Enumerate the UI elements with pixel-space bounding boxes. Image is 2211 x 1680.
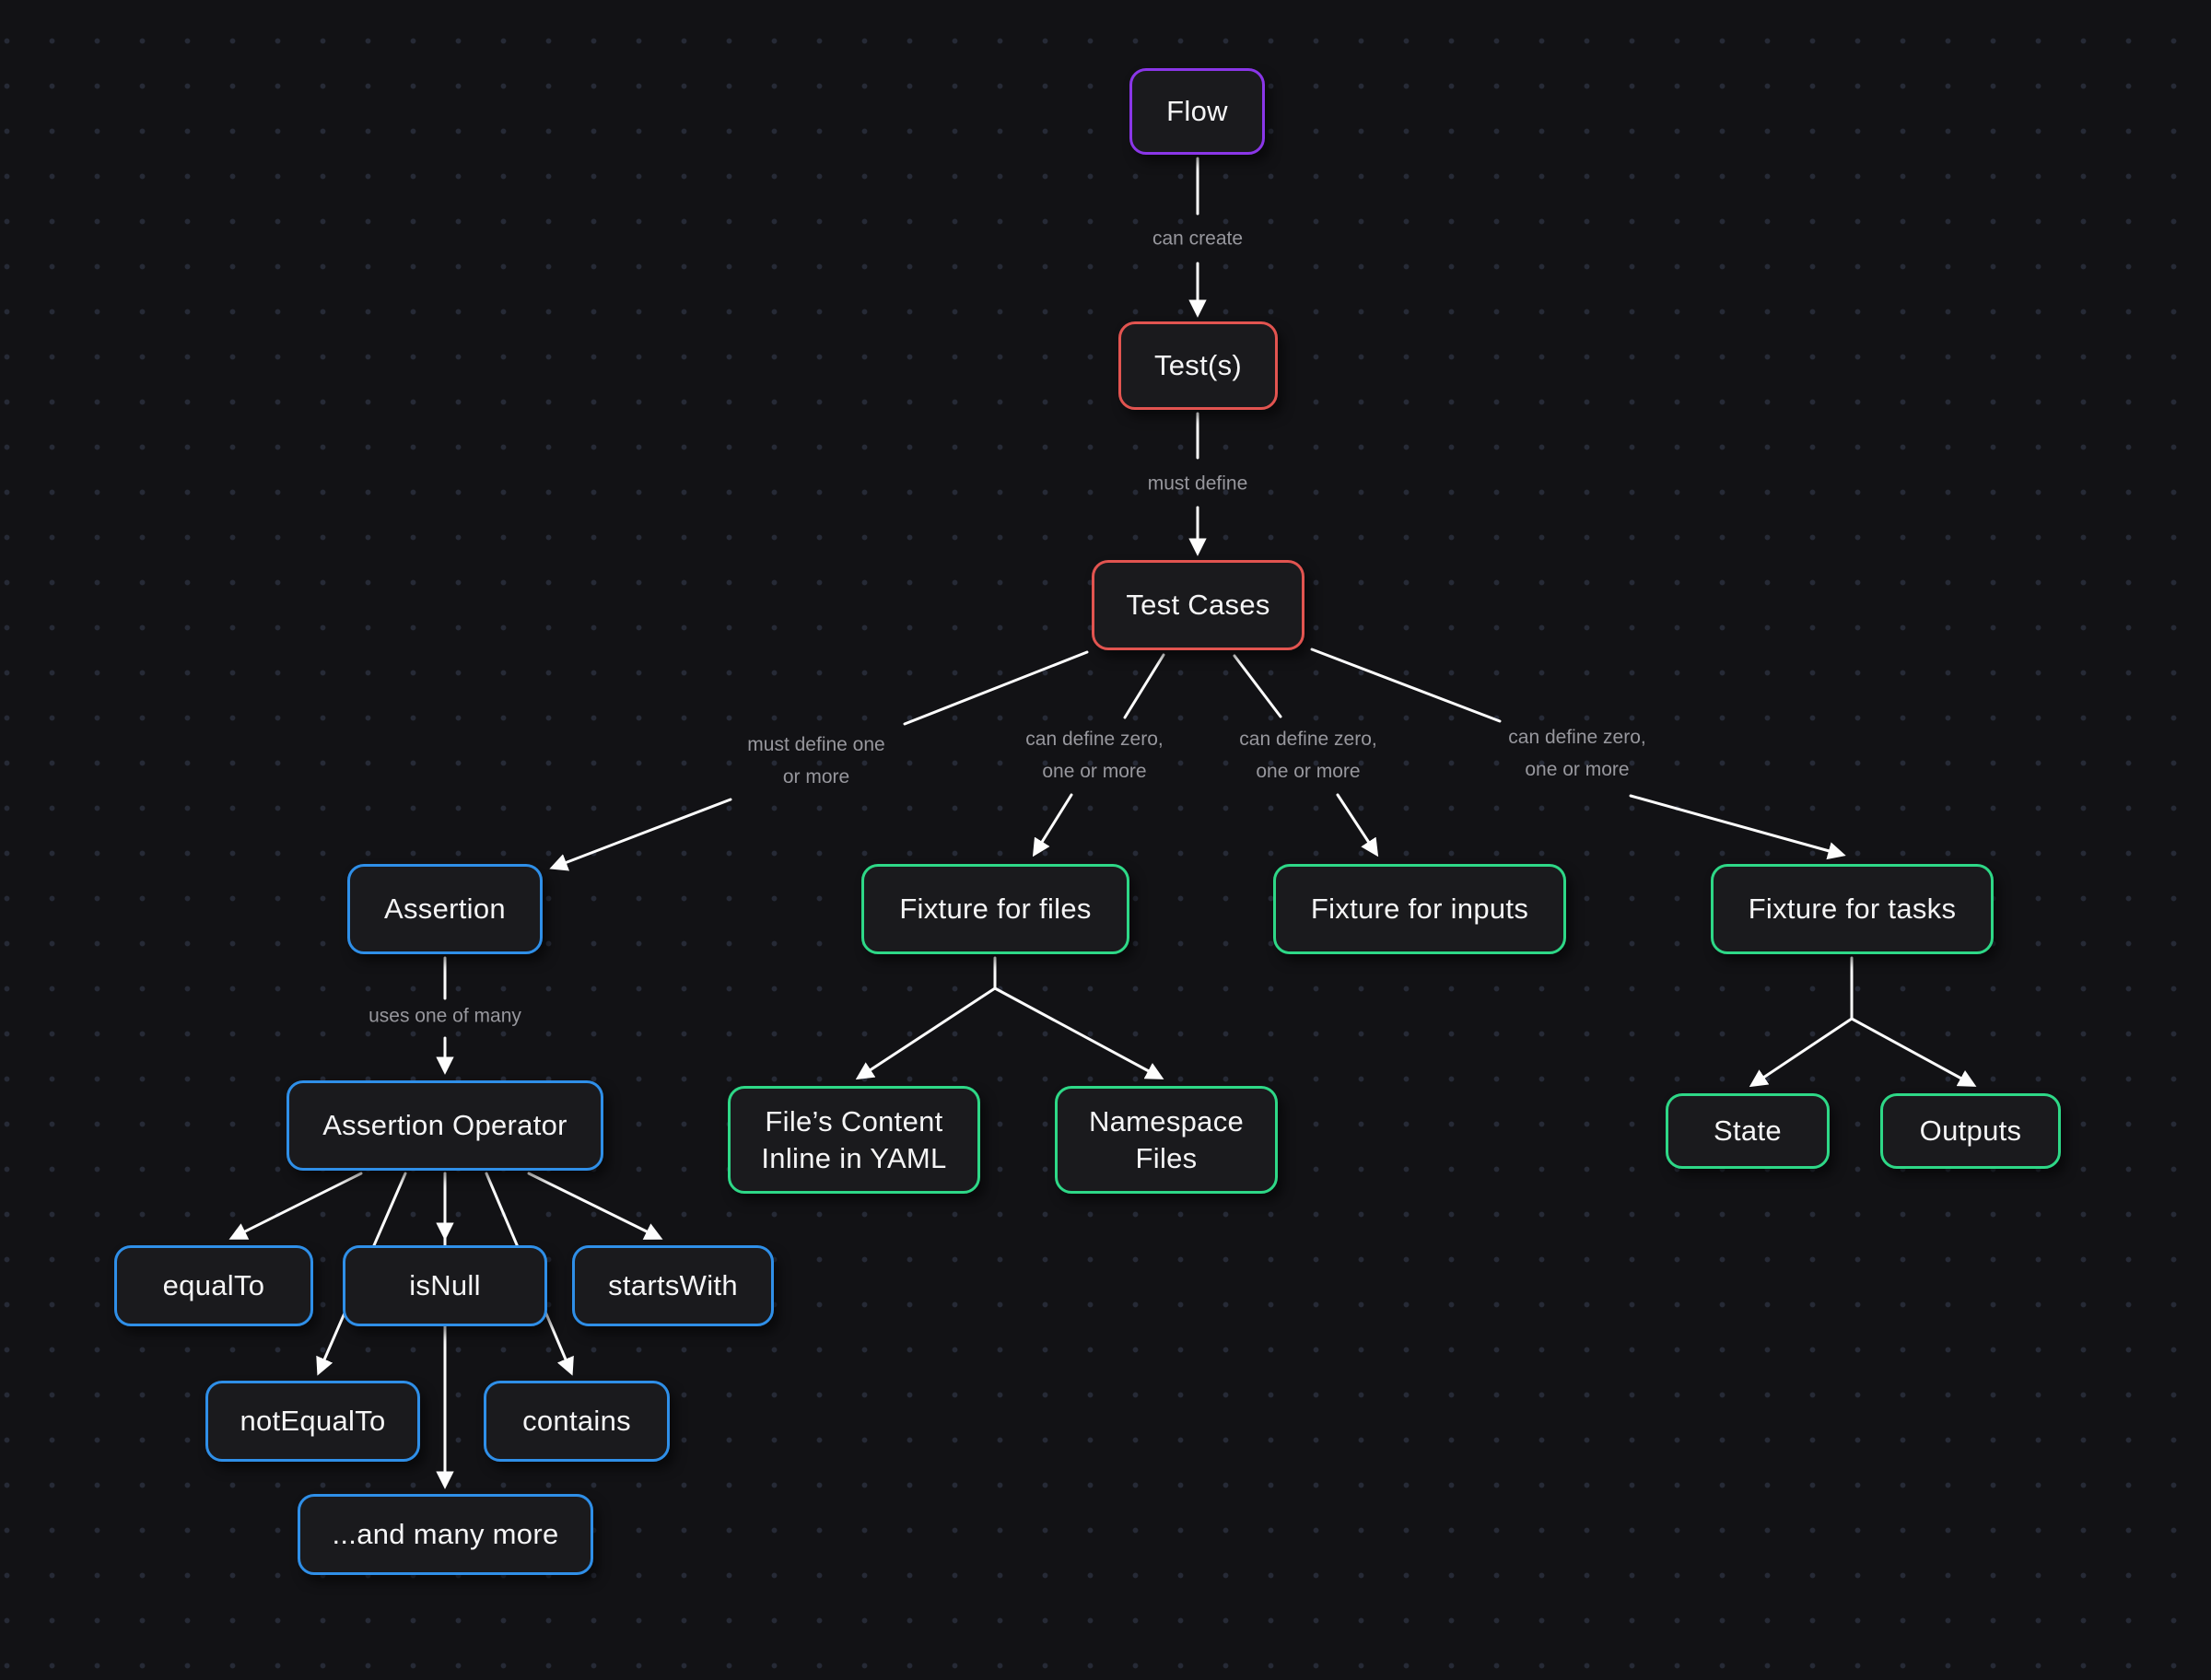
edge-test-cases-to-fixture-for-inputs [1336,793,1379,858]
node-state: State [1666,1093,1830,1169]
edge-label-must-define-one: must define one or more [747,734,885,788]
node-startsWith: startsWith [572,1245,774,1326]
node-tests: Test(s) [1118,321,1278,410]
node-files-content: File’s Content Inline in YAML [728,1086,980,1194]
edge-fixture-for-tasks-to-state [1749,1017,1854,1088]
edge-label-must-define: must define [1147,472,1248,495]
edge-label-uses-one-of-many: uses one of many [368,1005,521,1027]
node-isNull: isNull [343,1245,547,1326]
edge-test-cases-to-fixture-for-inputs [1233,654,1282,718]
edge-assertion-operator-to-equalTo [228,1172,363,1240]
edge-label-can-define-2: can define zero, one or more [1239,729,1377,782]
node-fixture-for-tasks: Fixture for tasks [1711,864,1994,954]
node-contains: contains [484,1381,670,1462]
node-notEqualTo: notEqualTo [205,1381,420,1462]
edge-fixture-for-files-to-namespace-files [993,986,1164,1079]
node-and-many-more: ...and many more [298,1494,593,1575]
node-assertion: Assertion [347,864,543,954]
node-assertion-operator: Assertion Operator [287,1080,603,1171]
edge-label-can-create: can create [1152,228,1244,250]
node-outputs: Outputs [1880,1093,2061,1169]
edge-label-can-define-3: can define zero, one or more [1508,727,1646,780]
node-fixture-for-inputs: Fixture for inputs [1273,864,1566,954]
node-namespace-files: Namespace Files [1055,1086,1278,1194]
edge-test-cases-to-fixture-for-files [1032,793,1073,858]
node-fixture-for-files: Fixture for files [861,864,1129,954]
edge-test-cases-to-fixture-for-tasks [1629,794,1846,860]
edge-test-cases-to-fixture-for-tasks [1310,648,1502,723]
edge-assertion-operator-to-startsWith [527,1172,663,1240]
node-equalTo: equalTo [114,1245,313,1326]
edge-test-cases-to-fixture-for-files [1123,653,1165,719]
node-test-cases: Test Cases [1092,560,1304,650]
edge-test-cases-to-assertion [903,650,1089,726]
edge-fixture-for-tasks-to-outputs [1850,1017,1977,1087]
edge-test-cases-to-assertion [549,798,732,871]
edge-label-can-define-1: can define zero, one or more [1025,729,1164,782]
node-flow: Flow [1129,68,1265,155]
edge-fixture-for-files-to-files-content [855,986,997,1080]
